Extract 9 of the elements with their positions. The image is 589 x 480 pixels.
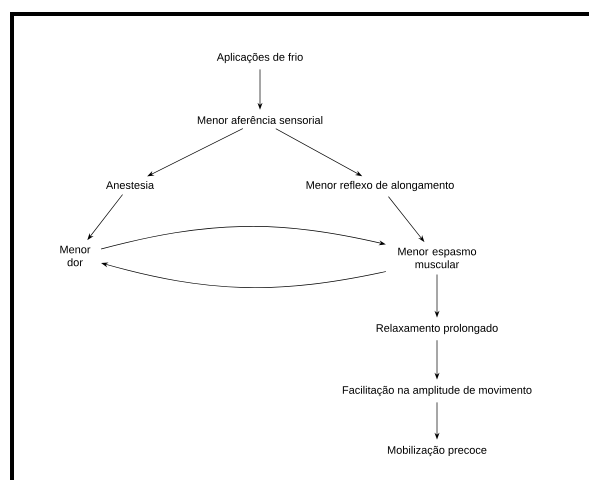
text-label: Menor dor	[60, 246, 90, 266]
text-label: Relaxamento prolongado	[376, 324, 498, 334]
text-label: Menor aferência sensorial	[198, 116, 322, 124]
text-label: Mobilização precoce	[388, 446, 486, 456]
text-label: Facilitação na amplitude de movimento	[342, 386, 532, 396]
text-label: Aplicações de frio	[216, 52, 303, 64]
text-label: Menor reflexo de alongamento	[306, 180, 454, 192]
text-label: Menor espasmo muscular	[398, 248, 476, 268]
text-label: Anestesia	[106, 180, 154, 190]
